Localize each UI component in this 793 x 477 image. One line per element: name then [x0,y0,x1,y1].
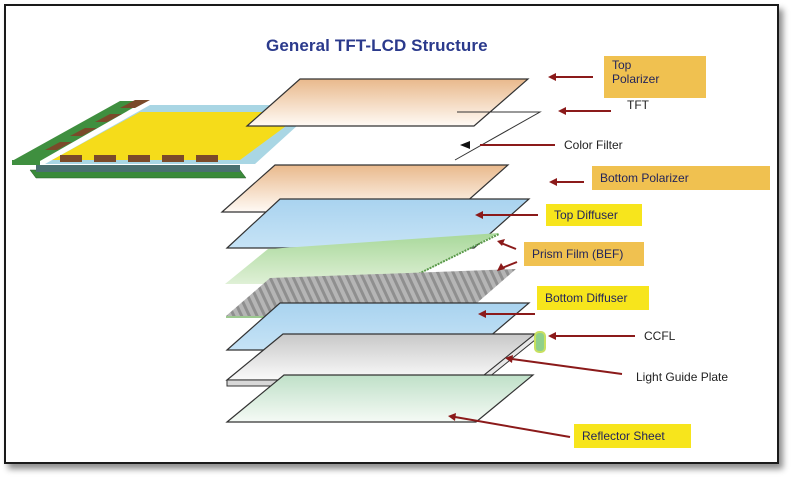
tft-active-area [52,112,305,160]
tft-glass-edge [36,165,240,172]
ccfl-lamp [534,331,546,353]
top-polarizer-layer [245,78,530,127]
diagram-title: General TFT-LCD Structure [266,36,488,55]
reflector-sheet-layer [225,374,535,423]
arrow-reflector-sheet [454,416,571,438]
arrow-prism-film [500,242,517,250]
label-prism-film: Prism Film (BEF) [524,242,644,266]
label-top-polarizer-line1: Top [612,58,632,72]
prism-film-layer [225,233,499,284]
label-reflector-sheet: Reflector Sheet [574,424,691,448]
label-ccfl: CCFL [644,329,676,343]
arrow-light-guide-plate [511,358,623,375]
tft-panel-assembly [12,100,320,179]
label-top-polarizer: Top Polarizer [604,56,706,98]
label-bottom-diffuser: Bottom Diffuser [537,286,649,310]
label-arrows [448,73,635,438]
label-light-guide-plate: Light Guide Plate [636,370,729,384]
label-color-filter: Color Filter [564,138,623,152]
label-tft: TFT [627,98,649,112]
tft-side-pcb-edge [12,160,40,165]
label-top-diffuser: Top Diffuser [546,204,642,226]
label-bottom-polarizer: Bottom Polarizer [592,166,770,190]
arrow-prism-grooves [501,261,518,269]
label-top-polarizer-line2: Polarizer [612,72,660,86]
tft-driver-chips [45,100,218,162]
